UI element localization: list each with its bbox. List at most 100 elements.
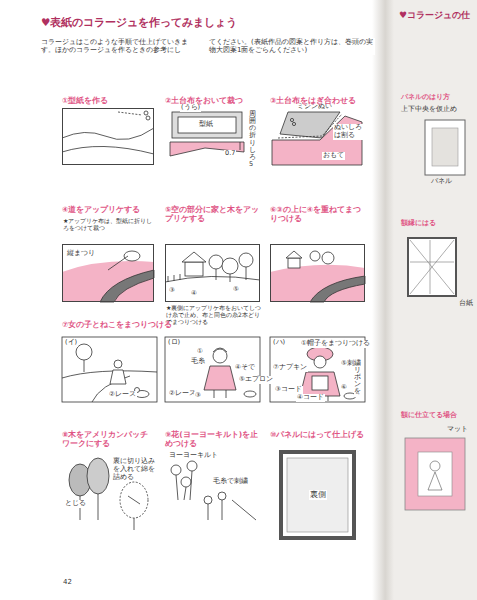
- panel-7-art-shape: [84, 360, 85, 372]
- page-heading: ♥表紙のコラージュを作ってみましょう: [40, 16, 238, 29]
- panel-2-art-shape: [178, 117, 236, 133]
- step-panel: ⑨花(ヨーヨーキルト)を止めつける: [165, 430, 260, 535]
- panel-1-art-shape: [144, 111, 148, 115]
- step-panel: ④道をアップリケする: [62, 205, 154, 302]
- annotation-label: ③: [194, 392, 202, 400]
- panel-7-art-shape: [114, 360, 122, 368]
- annotation-label: 毛糸で刺繍: [212, 478, 249, 486]
- panel-2-art-shape: [172, 112, 242, 138]
- annotation-label: ③: [168, 287, 176, 295]
- annotation-label: ②レース: [108, 391, 137, 399]
- panel-5-art-shape: [209, 255, 223, 269]
- annotation-label: 台紙: [458, 300, 474, 308]
- panel-1-art: [62, 111, 154, 154]
- panel-9-art-shape: [187, 461, 197, 471]
- annotation-label: 0.7: [224, 150, 236, 158]
- panel-5-art-shape: [239, 253, 253, 267]
- panel-7-art-shape: [76, 344, 92, 360]
- annotation-label: リボンを: [354, 366, 361, 397]
- step-panel: ⑩パネルにはって仕上げる: [270, 430, 365, 538]
- step-panel: ②土台布をおいて裁つ: [165, 96, 247, 165]
- annotation-label: ④そで: [234, 364, 256, 372]
- panel-1-art-shape: [118, 112, 142, 115]
- panel-8-art-shape: [128, 496, 140, 504]
- panel-5-art-shape: [182, 252, 206, 262]
- step-panel: ③土台布をはぎ合わせる: [270, 96, 365, 165]
- panel-5-art-shape: [222, 258, 238, 274]
- panel-7-art-shape: [244, 391, 256, 397]
- annotation-label: ⑥: [340, 384, 348, 392]
- panel-10-art-shape: [281, 452, 354, 538]
- panel-10-art: [281, 452, 354, 538]
- annotation-label: ★アップリケ布は、型紙に折りしろをつけて裁つ: [62, 217, 156, 231]
- annotation-label: コラージュはこのような手順で仕上げていきます。ほかのコラージュを作るときの参考に…: [40, 38, 202, 55]
- annotation-label: 42: [62, 578, 73, 586]
- right-page-shape: [425, 120, 465, 175]
- annotation-label: 上下中央を仮止め: [400, 106, 458, 114]
- annotation-label: 周囲の折りしろ5: [249, 110, 256, 169]
- panel-6-art: [270, 251, 365, 302]
- panel-7-art-shape: [213, 348, 227, 352]
- panel-9-art-shape: [208, 500, 222, 520]
- annotation-label: おもて: [322, 152, 345, 160]
- panel-7-art-shape: [62, 337, 157, 402]
- right-page-shape: [392, 0, 477, 600]
- right-page-shape: [430, 461, 440, 471]
- right-page: [372, 0, 477, 600]
- panel-9-art-shape: [232, 500, 256, 520]
- panel-5-art-shape: [168, 274, 180, 282]
- step-title: ①型紙を作る: [62, 96, 154, 105]
- annotation-label: ぬいしろは割る: [333, 124, 365, 140]
- panel-6-art-shape: [322, 252, 334, 264]
- annotation-label: ③コード: [274, 386, 303, 394]
- panel-7-art-shape: [314, 356, 326, 368]
- panel-4-art-shape: [100, 270, 154, 302]
- annotation-label: ★裏側にアップリケ布をおいてしつけ糸で止め、布と同色の糸2本どりでまつりつける: [165, 304, 264, 326]
- panel-9-art-shape: [218, 492, 226, 500]
- annotation-label: ①: [196, 348, 204, 356]
- annotation-label: 額に仕立てる場合: [400, 412, 458, 420]
- annotation-label: パネル: [430, 178, 453, 186]
- panel-6-art-shape: [270, 265, 365, 302]
- step-panel: ⑤空の部分に家と木をアップリケする: [165, 205, 260, 302]
- panel-6-art-shape: [310, 276, 365, 302]
- right-page-shape: [408, 238, 456, 296]
- panel-7-art-shape: [110, 370, 126, 384]
- panel-1-art-shape: [146, 116, 150, 120]
- panel-9-art: [171, 461, 256, 520]
- annotation-label: 縦まつり: [66, 250, 96, 258]
- panel-frame: [270, 244, 365, 302]
- step-title: ③土台布をはぎ合わせる: [270, 96, 365, 105]
- annotation-label: 毛糸: [190, 358, 206, 366]
- step-title: ⑨花(ヨーヨーキルト)を止めつける: [165, 430, 260, 448]
- step-panel: ⑦女の子とねこをまつりつける: [62, 320, 365, 402]
- step-title: ⑦女の子とねこをまつりつける: [62, 320, 365, 329]
- annotation-label: (ロ): [167, 339, 181, 347]
- panel-9-art-shape: [204, 496, 212, 504]
- step-title: ⑥③の上に④を重ねてまつりつける: [270, 205, 365, 223]
- panel-frame: [62, 108, 154, 165]
- panel-9-art-shape: [181, 477, 191, 487]
- annotation-label: 型紙: [198, 121, 214, 129]
- step-title: ⑧木をアメリカンパッチワークにする: [62, 430, 154, 448]
- panel-7-art-shape: [204, 366, 236, 390]
- step-title: ②土台布をおいて裁つ: [165, 96, 247, 105]
- step-panel: ⑧木をアメリカンパッチワークにする: [62, 430, 154, 535]
- right-page-shape: [372, 0, 394, 600]
- panel-8-art-shape: [134, 518, 135, 530]
- right-page-shape: [428, 472, 442, 490]
- step-title: ⑩パネルにはって仕上げる: [270, 430, 365, 439]
- annotation-label: ♥コラージュの仕: [398, 10, 471, 21]
- panel-8-art-shape: [87, 458, 109, 494]
- panel-1-art-shape: [62, 146, 154, 154]
- step-title: ④道をアップリケする: [62, 205, 154, 214]
- panel-frame: [62, 244, 154, 302]
- annotation-label: ④コード: [296, 394, 325, 402]
- panel-10-art-shape: [287, 458, 348, 532]
- annotation-label: とじる: [64, 500, 87, 508]
- panel-7-art-shape: [165, 337, 260, 402]
- right-page-shape: [410, 240, 454, 294]
- annotation-label: 裏側: [309, 490, 327, 500]
